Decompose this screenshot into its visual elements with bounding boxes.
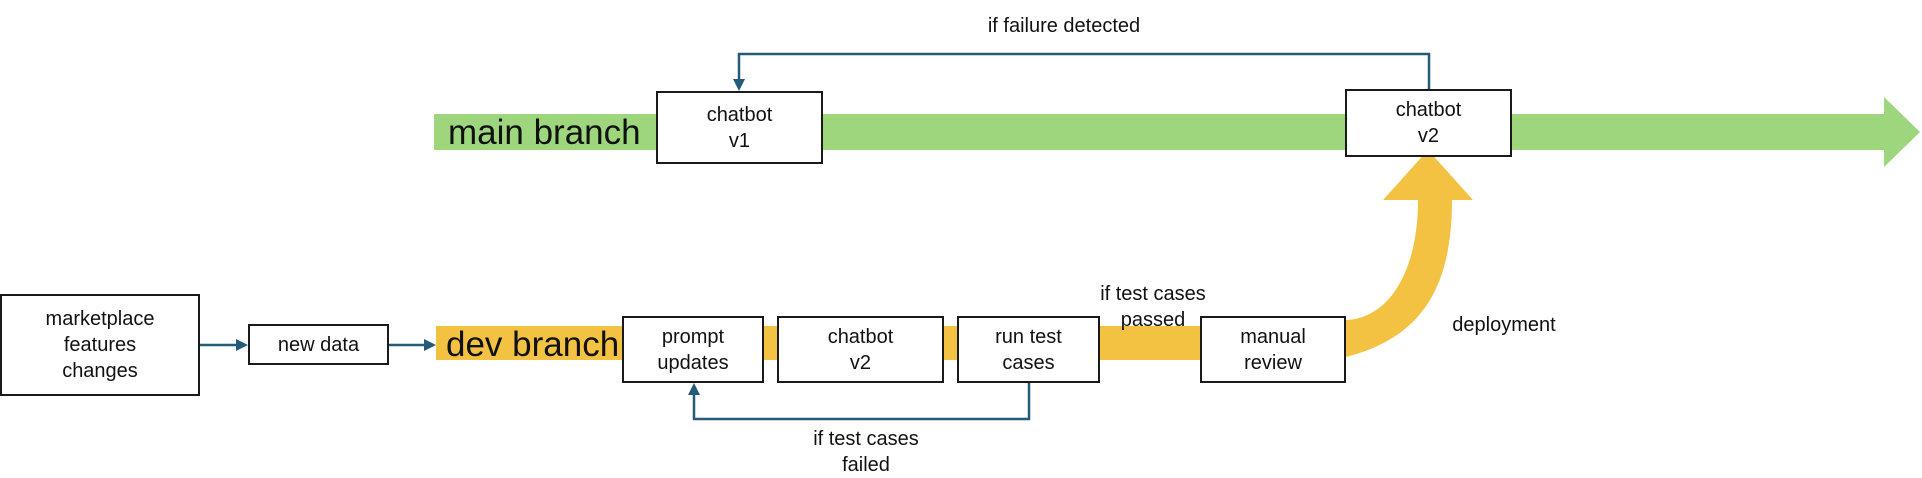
chatbot-v2-dev-box: chatbot v2	[777, 316, 944, 383]
connector-test-failed-loop	[692, 383, 1031, 421]
new-data-box: new data	[248, 324, 389, 365]
deployment-label: deployment	[1452, 314, 1556, 336]
if-test-cases-passed-label: if test cases passed	[1100, 283, 1206, 331]
dev-branch-label: dev branch	[446, 325, 620, 364]
deployment-arrow	[1346, 150, 1473, 357]
chatbot-v2-main-box: chatbot v2	[1345, 89, 1512, 157]
arrowhead-devbranch	[424, 339, 436, 351]
marketplace-features-changes-box: marketplace features changes	[0, 294, 200, 396]
run-test-cases-box: run test cases	[957, 316, 1100, 383]
chatbot-v1-box: chatbot v1	[656, 91, 823, 164]
main-branch-label: main branch	[448, 113, 641, 152]
prompt-updates-box: prompt updates	[622, 316, 764, 383]
if-failure-detected-label: if failure detected	[987, 15, 1141, 37]
connector-failure-feedback	[737, 52, 1431, 89]
manual-review-box: manual review	[1200, 316, 1346, 383]
arrowhead-chatbot-v1	[733, 79, 745, 91]
if-test-cases-failed-label: if test cases failed	[813, 428, 919, 476]
arrowhead-newdata	[236, 339, 248, 351]
arrowhead-prompt-updates	[688, 383, 700, 395]
